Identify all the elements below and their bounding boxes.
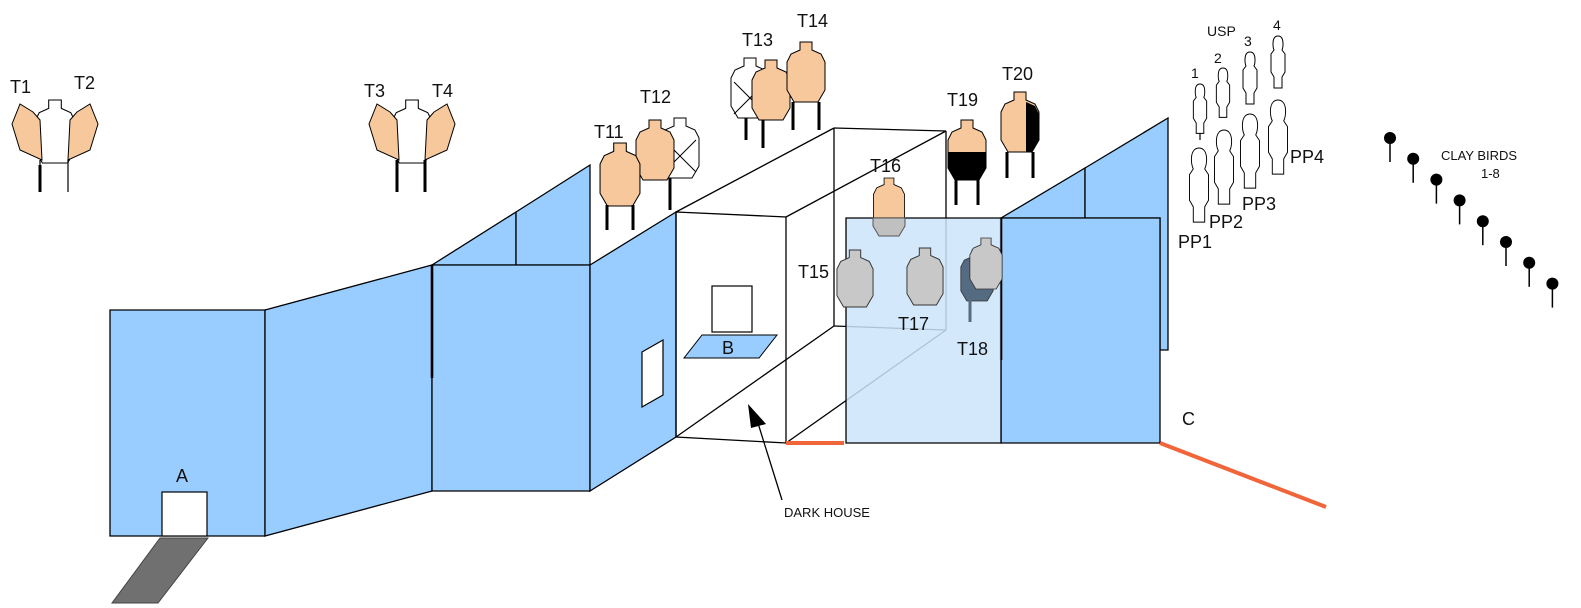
wall-panel-3-top (429, 210, 517, 266)
wall-group (109, 116, 1169, 537)
label-usp: USP (1207, 23, 1236, 39)
label-t20: T20 (1002, 64, 1033, 84)
label-t17: T17 (898, 314, 929, 334)
pepper-popper-pp3 (1240, 113, 1260, 189)
target-t13 (730, 57, 791, 148)
label-t15: T15 (798, 262, 829, 282)
label-t2: T2 (74, 73, 95, 93)
wall-panel-2 (264, 264, 433, 537)
wall-panel-6 (1000, 217, 1161, 444)
label-pp1: PP1 (1178, 232, 1212, 252)
label-pp4: PP4 (1290, 147, 1324, 167)
target-t11 (599, 142, 641, 230)
clay-bird-icon (1476, 215, 1489, 246)
label-t1: T1 (10, 77, 31, 97)
label-position-a: A (176, 466, 188, 486)
label-t19: T19 (947, 90, 978, 110)
label-t11: T11 (594, 122, 624, 142)
pepper-popper-pp4 (1268, 99, 1288, 175)
clay-birds (1384, 132, 1559, 308)
usp-popper-1 (1192, 83, 1208, 134)
label-t13: T13 (742, 30, 773, 50)
target-t14 (786, 41, 826, 130)
clay-bird-icon (1430, 173, 1443, 204)
target-t1-t2 (11, 99, 99, 192)
target-t3-t4 (368, 99, 456, 192)
label-t12: T12 (640, 87, 671, 107)
label-t4: T4 (432, 81, 453, 101)
label-usp-2: 2 (1214, 50, 1222, 66)
clay-bird-icon (1546, 277, 1559, 308)
label-t3: T3 (364, 81, 385, 101)
usp-popper-3 (1242, 51, 1258, 105)
wall-panel-6-back (998, 166, 1086, 219)
target-t18 (960, 237, 1003, 322)
arrow-icon (748, 404, 783, 501)
label-position-c: C (1182, 409, 1195, 429)
usp-popper-4 (1270, 35, 1286, 89)
label-usp-3: 3 (1244, 33, 1252, 49)
label-usp-4: 4 (1273, 17, 1281, 33)
clay-bird-icon (1523, 256, 1536, 287)
label-t14: T14 (797, 11, 828, 31)
label-t18: T18 (957, 339, 988, 359)
clay-bird-icon (1407, 152, 1420, 183)
label-pp2: PP2 (1209, 212, 1243, 232)
label-dark-house: DARK HOUSE (784, 505, 870, 520)
clay-bird-icon (1384, 132, 1396, 162)
label-clay-birds-count: 1-8 (1481, 166, 1500, 181)
wall-window (641, 338, 664, 409)
pepper-popper-pp1 (1189, 147, 1209, 223)
fault-line-c (1159, 441, 1327, 509)
entry-walkway (111, 537, 210, 604)
usp-poppers (1192, 35, 1286, 140)
target-t16-lower (872, 217, 906, 237)
dark-house (675, 127, 947, 444)
usp-popper-2 (1215, 67, 1231, 118)
label-position-b: B (722, 338, 734, 358)
position-b-box (711, 285, 753, 333)
wall-panel-3-top-b (515, 163, 591, 266)
wall-panel-3 (431, 264, 591, 492)
target-t19 (947, 119, 987, 205)
label-pp3: PP3 (1242, 194, 1276, 214)
pepper-popper-pp2 (1214, 129, 1234, 205)
position-a-box (161, 491, 208, 537)
label-usp-1: 1 (1191, 65, 1199, 81)
clay-bird-icon (1453, 194, 1466, 225)
label-t16: T16 (870, 156, 901, 176)
position-b-mat (682, 334, 779, 359)
clay-bird-icon (1500, 236, 1512, 266)
target-t20 (1000, 91, 1040, 178)
label-clay-birds: CLAY BIRDS (1441, 148, 1517, 163)
